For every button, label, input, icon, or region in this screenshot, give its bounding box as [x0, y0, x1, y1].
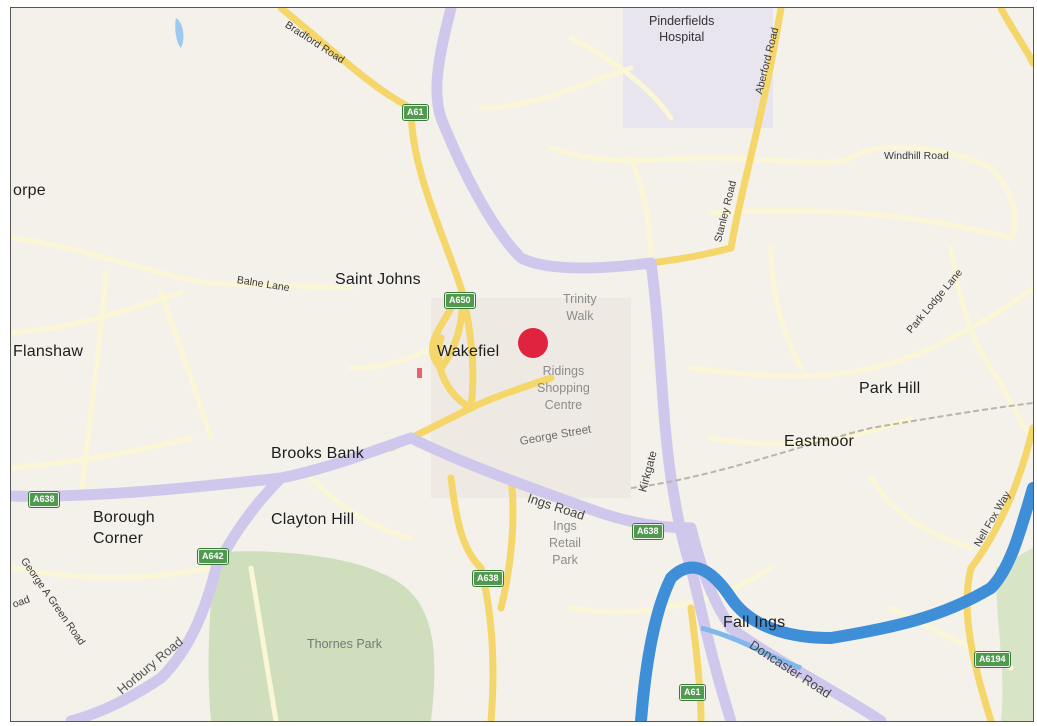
river [635, 482, 1033, 721]
place-borough-corner: Borough Corner [93, 507, 155, 549]
road-shield-a61-bottom: A61 [680, 685, 705, 700]
poi-ings-line3: Park [552, 553, 578, 567]
place-saint-johns: Saint Johns [335, 271, 421, 288]
poi-ridings-line3: Centre [544, 398, 583, 412]
place-fall-ings: Fall Ings [723, 614, 786, 631]
station-marker [417, 368, 422, 378]
hospital-area [623, 8, 773, 128]
railway [630, 402, 1033, 489]
poi-ridings-shopping-centre: Ridings Shopping Centre [537, 363, 590, 414]
poi-pinderfields-line1: Pinderfields [649, 14, 715, 28]
poi-ings-line1: Ings [553, 519, 577, 533]
location-pin-icon[interactable] [518, 328, 548, 358]
park-area-right [996, 548, 1033, 721]
road-shield-a6194: A6194 [975, 652, 1010, 667]
place-flanshaw: Flanshaw [13, 343, 84, 360]
poi-trinity-line2: Walk [566, 309, 594, 323]
poi-ridings-line1: Ridings [542, 364, 585, 378]
place-thorpe: orpe [13, 182, 46, 199]
poi-ings-line2: Retail [549, 536, 581, 550]
thornes-park-area [208, 551, 435, 721]
poi-pinderfields-hospital: Pinderfields Hospital [649, 13, 714, 45]
road-shield-a650: A650 [445, 293, 475, 308]
place-eastmoor: Eastmoor [784, 433, 855, 450]
poi-trinity-line1: Trinity [563, 292, 597, 306]
place-clayton-hill: Clayton Hill [271, 511, 355, 528]
place-wakefield: Wakefiel [437, 343, 500, 360]
poi-ings-retail-park: Ings Retail Park [549, 518, 581, 569]
map-canvas [11, 8, 1033, 721]
poi-thornes-park: Thornes Park [307, 637, 383, 651]
pond [175, 18, 184, 48]
road-shield-a61-top: A61 [403, 105, 428, 120]
map-view[interactable]: orpe Saint Johns Wakefiel Flanshaw Park … [10, 7, 1034, 722]
road-shield-a638-right: A638 [633, 524, 663, 539]
road-shield-a638-center: A638 [473, 571, 503, 586]
road-shield-a642: A642 [198, 549, 228, 564]
place-park-hill: Park Hill [859, 380, 921, 397]
poi-trinity-walk: Trinity Walk [563, 291, 597, 325]
street-windhill-road: Windhill Road [884, 150, 949, 162]
place-corner: Corner [93, 530, 144, 547]
poi-pinderfields-line2: Hospital [659, 30, 705, 44]
road-shield-a638-left: A638 [29, 492, 59, 507]
minor-roads [11, 35, 1033, 721]
place-borough: Borough [93, 509, 155, 526]
place-brooks-bank: Brooks Bank [271, 445, 364, 462]
river-branch [700, 625, 802, 671]
poi-ridings-line2: Shopping [537, 381, 590, 395]
